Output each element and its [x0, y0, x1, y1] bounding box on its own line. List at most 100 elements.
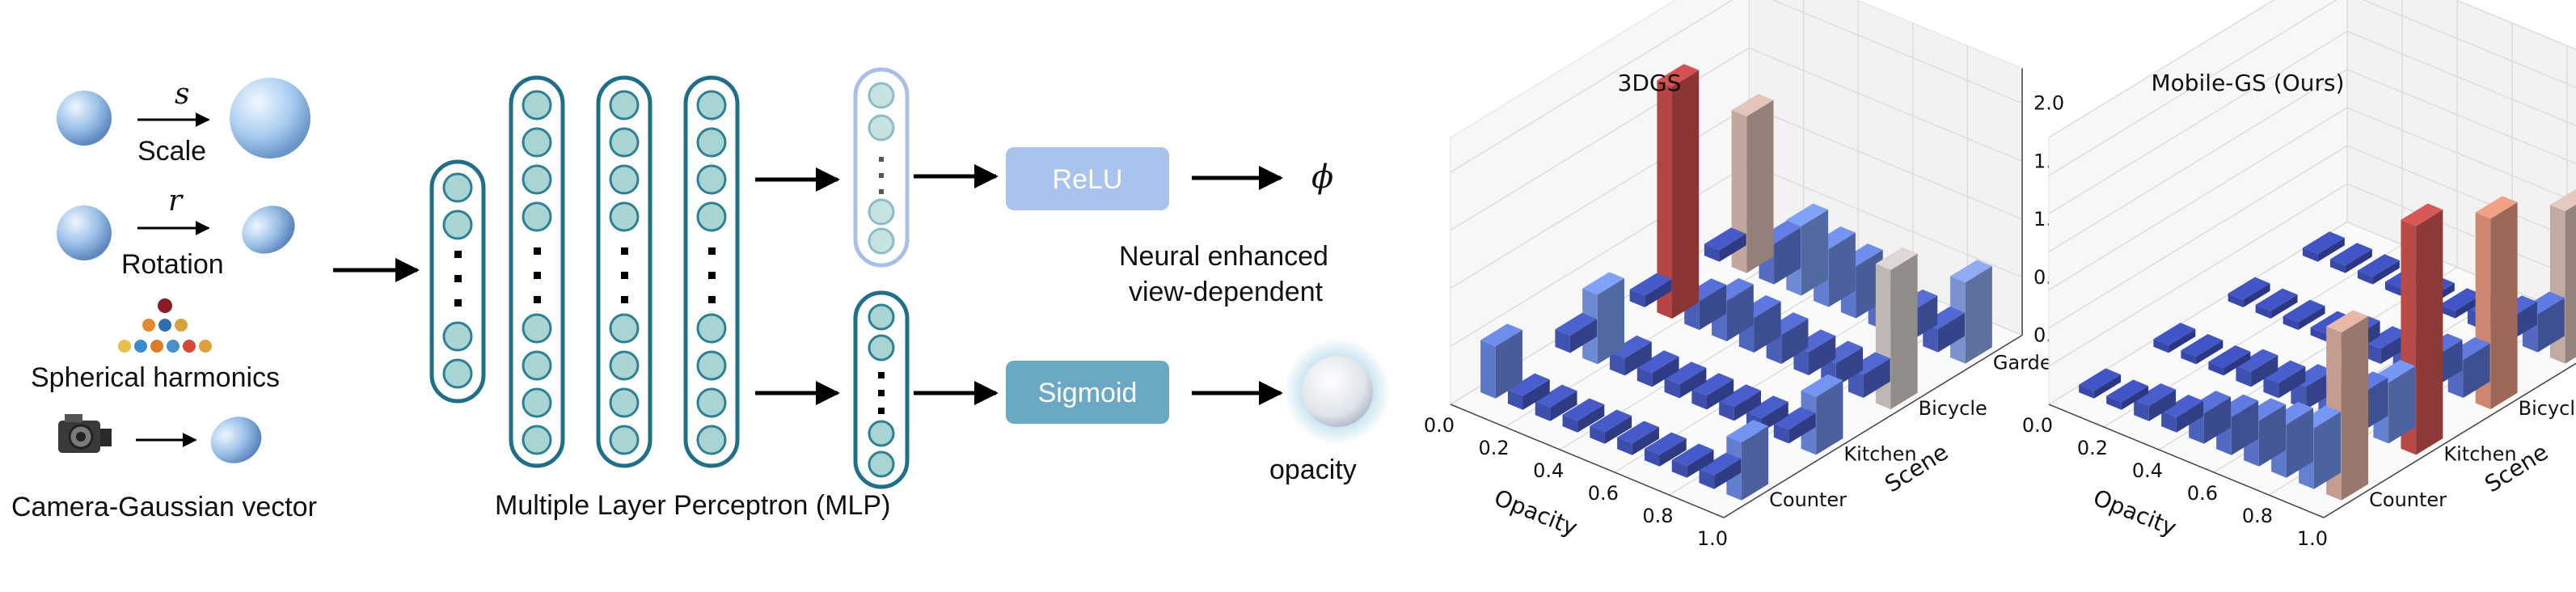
bar-front	[1636, 366, 1653, 387]
bar	[1609, 335, 1652, 376]
relu-head-layer	[853, 67, 910, 268]
mlp-input-nodes	[442, 172, 473, 389]
bar	[1590, 409, 1632, 444]
scene-tick-label: Counter	[1769, 488, 1847, 511]
bar-top	[1562, 398, 1605, 421]
bar	[2106, 379, 2149, 410]
scene-tick-label: Kitchen	[1843, 442, 1916, 465]
bar-top	[1657, 64, 1700, 87]
bar-top	[1773, 407, 1816, 430]
scene-tick-label: Bicycle	[1919, 397, 1987, 420]
bar-top	[2153, 323, 2196, 346]
bar	[2263, 360, 2306, 399]
bar	[2161, 394, 2204, 433]
opacity-label: opacity	[1269, 455, 1357, 485]
bar-top	[1704, 227, 1746, 251]
bar-top	[2161, 394, 2204, 417]
bar-top	[1609, 335, 1652, 358]
scale-label: Scale	[137, 136, 206, 167]
scale-symbol: s	[175, 78, 189, 111]
bar	[1507, 373, 1550, 410]
mlp: Multiple Layer Perceptron (MLP)	[429, 75, 890, 521]
bar-top	[1691, 373, 1734, 396]
camera-gaussian-icon	[210, 417, 262, 463]
bar	[2439, 288, 2482, 319]
bar-top	[2283, 299, 2325, 323]
bar-top	[2439, 288, 2482, 311]
bar-side	[1659, 438, 1687, 467]
z-tick-label: 2.0	[2033, 92, 2064, 115]
bar-side	[1495, 329, 1522, 399]
bar-side	[1672, 70, 1700, 319]
bar-side	[2196, 340, 2223, 365]
bar	[2181, 334, 2223, 365]
bar-top	[1731, 93, 1774, 116]
grid-line-z	[2048, 183, 2576, 367]
sigmoid-box	[1006, 361, 1169, 424]
bar-side	[1645, 279, 1672, 308]
bar-front	[1644, 448, 1660, 467]
input-features: s Scale r Rotation Spherical harmonics C…	[11, 78, 317, 522]
x-tick-label: 0.8	[1642, 505, 1673, 527]
bar-front	[2310, 327, 2326, 342]
bar-top	[2181, 334, 2223, 357]
bar	[1535, 384, 1577, 421]
bar-top	[2106, 379, 2149, 403]
bar-side	[1761, 401, 1788, 433]
mlp-hidden-layer-3	[683, 75, 740, 468]
relu-box	[1006, 147, 1169, 210]
bar-side	[2093, 374, 2122, 399]
bar-front	[1629, 290, 1645, 308]
bar-side	[2345, 248, 2372, 273]
bar	[1719, 384, 1761, 421]
bar-top	[2079, 368, 2122, 391]
bar-front	[1555, 329, 1570, 353]
mlp-hidden-layer-1	[509, 75, 565, 468]
spherical-harmonics-label: Spherical harmonics	[31, 362, 280, 393]
bar	[2255, 288, 2298, 319]
bar-side	[1522, 379, 1550, 410]
bar-front	[1719, 400, 1734, 421]
bar-top	[2475, 196, 2518, 219]
bar-top	[1950, 260, 1992, 283]
bar-front	[2181, 350, 2197, 365]
bar	[1636, 350, 1679, 387]
phi-symbol: ϕ	[1311, 159, 1333, 196]
bar-side	[1652, 356, 1679, 387]
bar-top	[1617, 421, 1659, 444]
bar-side	[2490, 202, 2518, 410]
bar-side	[2341, 316, 2369, 501]
bar-side	[2203, 396, 2232, 444]
bar-side	[2380, 332, 2408, 365]
bar-top	[1636, 350, 1679, 374]
bar-side	[2231, 400, 2259, 455]
rotated-gaussian-icon	[242, 205, 295, 254]
bar-side	[2537, 298, 2565, 353]
bar-side	[2306, 370, 2333, 410]
bar-side	[2176, 400, 2204, 433]
bar	[2228, 277, 2270, 308]
bar-front	[1691, 389, 1707, 410]
bar-side	[2313, 412, 2342, 489]
bar-side	[1706, 378, 1734, 410]
grid-line-z	[1450, 47, 2023, 231]
scaled-gaussian-icon	[230, 78, 310, 159]
bar-top	[2228, 277, 2270, 300]
bar	[1480, 323, 1522, 399]
bar-side	[1801, 209, 1829, 296]
grid-line-z	[2048, 0, 2576, 138]
bar-front	[1609, 352, 1625, 376]
rotation-label: Rotation	[121, 249, 224, 280]
bar	[2208, 345, 2251, 376]
bar-side	[2298, 306, 2325, 331]
spherical-harmonics-icon	[118, 298, 212, 353]
bar-top	[2549, 188, 2576, 212]
x-axis-title: Opacity	[2089, 484, 2180, 542]
bar	[1644, 432, 1687, 467]
bar-top	[1507, 373, 1550, 396]
bar-front	[2329, 259, 2346, 273]
bar-side	[1754, 301, 1781, 353]
bar-side	[1714, 459, 1742, 489]
bar-front	[2439, 304, 2456, 319]
x-tick-label: 1.0	[2297, 527, 2328, 550]
